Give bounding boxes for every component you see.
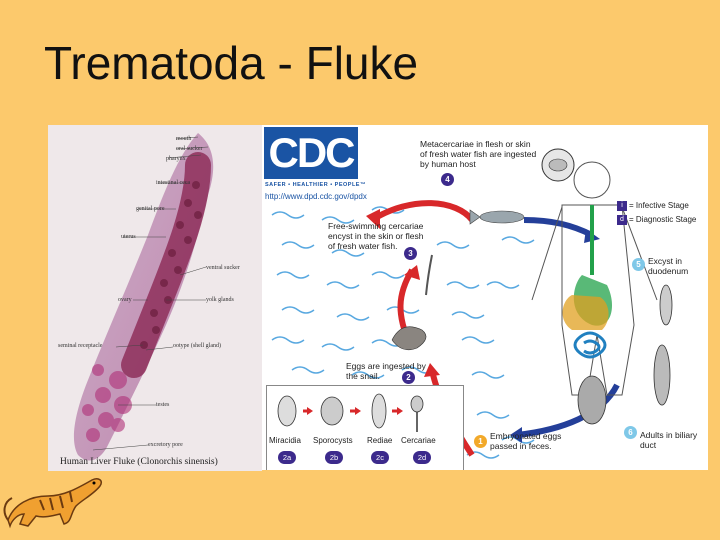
label-mouth: mouth (176, 136, 191, 142)
liver (563, 295, 609, 330)
metacercaria-cyst (542, 149, 574, 181)
step4-text: Metacercariae in flesh or skin of fresh … (420, 139, 538, 169)
label-ventral-sucker: ventral sucker (206, 265, 254, 271)
step6-text: Adults in biliary duct (640, 430, 700, 450)
step5-text: Excyst in duodenum (648, 256, 704, 276)
label-seminal-receptacle: seminal receptacle (58, 343, 113, 349)
step1-badge: 1 (474, 435, 487, 448)
cdc-logo: CDC (264, 127, 358, 179)
diagnostic-stage-icon: d (617, 215, 627, 225)
snail-stage-label: Sporocysts (313, 436, 353, 445)
fish-illustration (470, 210, 524, 224)
snail-stage-badge: 2b (325, 451, 343, 464)
egg-illustration (578, 376, 606, 424)
label-ootype: ootype (shell gland) (173, 343, 223, 349)
step3-badge: 3 (404, 247, 417, 260)
cercaria-illustration (426, 255, 432, 295)
snail-stage-label: Cercariae (401, 436, 436, 445)
label-genital-pore: genital pore (136, 206, 165, 212)
snail-stage-badge: 2d (413, 451, 431, 464)
intestines (575, 333, 605, 357)
slide-title: Trematoda - Fluke (44, 40, 418, 86)
snail-stages-box: Miracidia Sporocysts Rediae Cercariae 2a… (266, 385, 464, 470)
label-intestinal-ceca: intestinal ceca (156, 180, 190, 186)
step4-badge: 4 (441, 173, 454, 186)
step6-badge: 6 (624, 426, 637, 439)
label-ovary: ovary (118, 297, 132, 303)
snail-stage-label: Miracidia (269, 436, 301, 445)
label-excretory-pore: excretory pore (148, 442, 183, 448)
snail-stage-badge: 2a (278, 451, 296, 464)
cdc-tagline: SAFER • HEALTHIER • PEOPLE™ (265, 182, 366, 188)
label-testes: testes (156, 402, 169, 408)
snail-stage-illustrations (267, 386, 463, 470)
fluke-specimen-image: mouth oral sucker pharynx intestinal cec… (48, 125, 262, 471)
label-uterus: uterus (121, 234, 136, 240)
snail-stage-label: Rediae (367, 436, 392, 445)
excysted-larva (660, 285, 672, 325)
step5-badge: 5 (632, 258, 645, 271)
snail-stage-badge: 2c (371, 451, 389, 464)
label-yolk-glands: yolk glands (206, 297, 234, 303)
label-oral-sucker: oral sucker (176, 146, 203, 152)
step1-text: Embryonated eggs passed in feces. (490, 431, 580, 451)
infective-stage-icon: i (617, 201, 627, 211)
label-pharynx: pharynx (166, 156, 186, 162)
cdc-url: http://www.dpd.cdc.gov/dpdx (265, 192, 367, 201)
human-silhouette (532, 162, 657, 395)
arrow-fish-to-cercariae (372, 203, 472, 220)
step2-badge: 2 (402, 371, 415, 384)
adult-fluke (654, 345, 670, 405)
legend-diagnostic: d= Diagnostic Stage (617, 215, 696, 225)
arrow-fish-to-human (524, 220, 592, 235)
legend-infective: i= Infective Stage (617, 201, 689, 211)
cdc-lifecycle-diagram: CDC SAFER • HEALTHIER • PEOPLE™ http://w… (262, 125, 708, 470)
tiger-logo-icon (0, 462, 110, 532)
